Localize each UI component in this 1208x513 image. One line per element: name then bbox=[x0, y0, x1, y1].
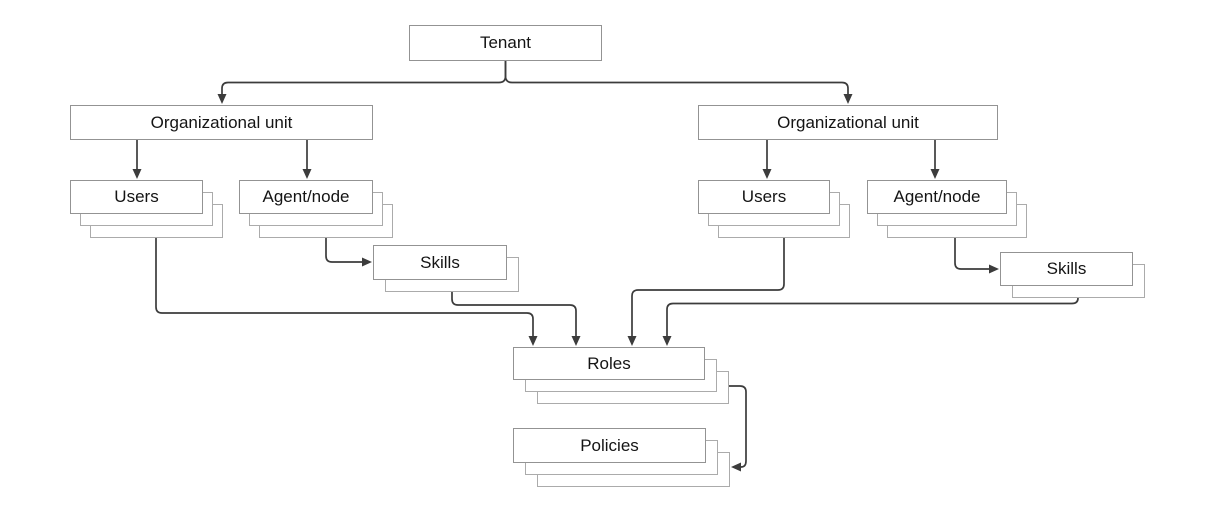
arrowhead-users-right-to-roles bbox=[627, 336, 637, 346]
node-organizational-unit-left-label: Organizational unit bbox=[150, 112, 293, 132]
edge-roles-to-policies bbox=[729, 385, 747, 468]
arrowhead-users-left-to-roles bbox=[528, 336, 538, 346]
arrowhead-tenant-to-ou-right bbox=[843, 94, 853, 104]
node-organizational-unit-right: Organizational unit bbox=[698, 105, 998, 140]
node-users-right-label: Users bbox=[741, 187, 787, 206]
arrowhead-ou-left-to-agent-left bbox=[302, 169, 312, 179]
arrowhead-tenant-to-ou-left bbox=[217, 94, 227, 104]
arrowhead-agent-left-to-skills-left bbox=[362, 257, 372, 267]
edge-skills-right-to-roles bbox=[666, 297, 1079, 337]
arrowhead-skills-right-to-roles bbox=[662, 336, 672, 346]
node-tenant-label: Tenant bbox=[479, 33, 532, 52]
edge-skills-left-to-roles bbox=[451, 292, 577, 337]
arrowhead-skills-left-to-roles bbox=[571, 336, 581, 346]
edge-tenant-to-ou-right bbox=[504, 61, 849, 96]
arrowhead-ou-right-to-users-right bbox=[762, 169, 772, 179]
edge-users-right-to-roles bbox=[631, 238, 785, 337]
edge-users-left-to-roles bbox=[155, 238, 534, 337]
node-organizational-unit-right-label: Organizational unit bbox=[777, 112, 919, 132]
arrowhead-agent-right-to-skills-right bbox=[989, 264, 999, 274]
node-users-left: Users bbox=[70, 180, 203, 214]
edge-tenant-to-ou-left bbox=[221, 61, 507, 96]
node-agent-node-right-label: Agent/node bbox=[893, 187, 981, 206]
node-roles-label: Roles bbox=[587, 353, 631, 373]
node-skills-left: Skills bbox=[373, 245, 507, 280]
edge-agent-left-to-skills-left bbox=[325, 238, 362, 263]
node-policies: Policies bbox=[513, 428, 706, 463]
node-agent-node-left: Agent/node bbox=[239, 180, 373, 214]
node-agent-node-right: Agent/node bbox=[867, 180, 1007, 214]
node-users-left-label: Users bbox=[114, 187, 159, 206]
node-skills-right-label: Skills bbox=[1046, 259, 1087, 278]
node-agent-node-left-label: Agent/node bbox=[262, 187, 350, 206]
node-organizational-unit-left: Organizational unit bbox=[70, 105, 373, 140]
node-roles: Roles bbox=[513, 347, 705, 380]
arrowhead-ou-right-to-agent-right bbox=[930, 169, 940, 179]
node-tenant: Tenant bbox=[409, 25, 602, 61]
node-skills-right: Skills bbox=[1000, 252, 1133, 286]
node-policies-label: Policies bbox=[580, 435, 639, 455]
node-skills-left-label: Skills bbox=[420, 252, 460, 272]
arrowhead-ou-left-to-users-left bbox=[132, 169, 142, 179]
node-users-right: Users bbox=[698, 180, 830, 214]
arrowhead-roles-to-policies bbox=[731, 462, 741, 472]
edge-agent-right-to-skills-right bbox=[954, 238, 989, 270]
